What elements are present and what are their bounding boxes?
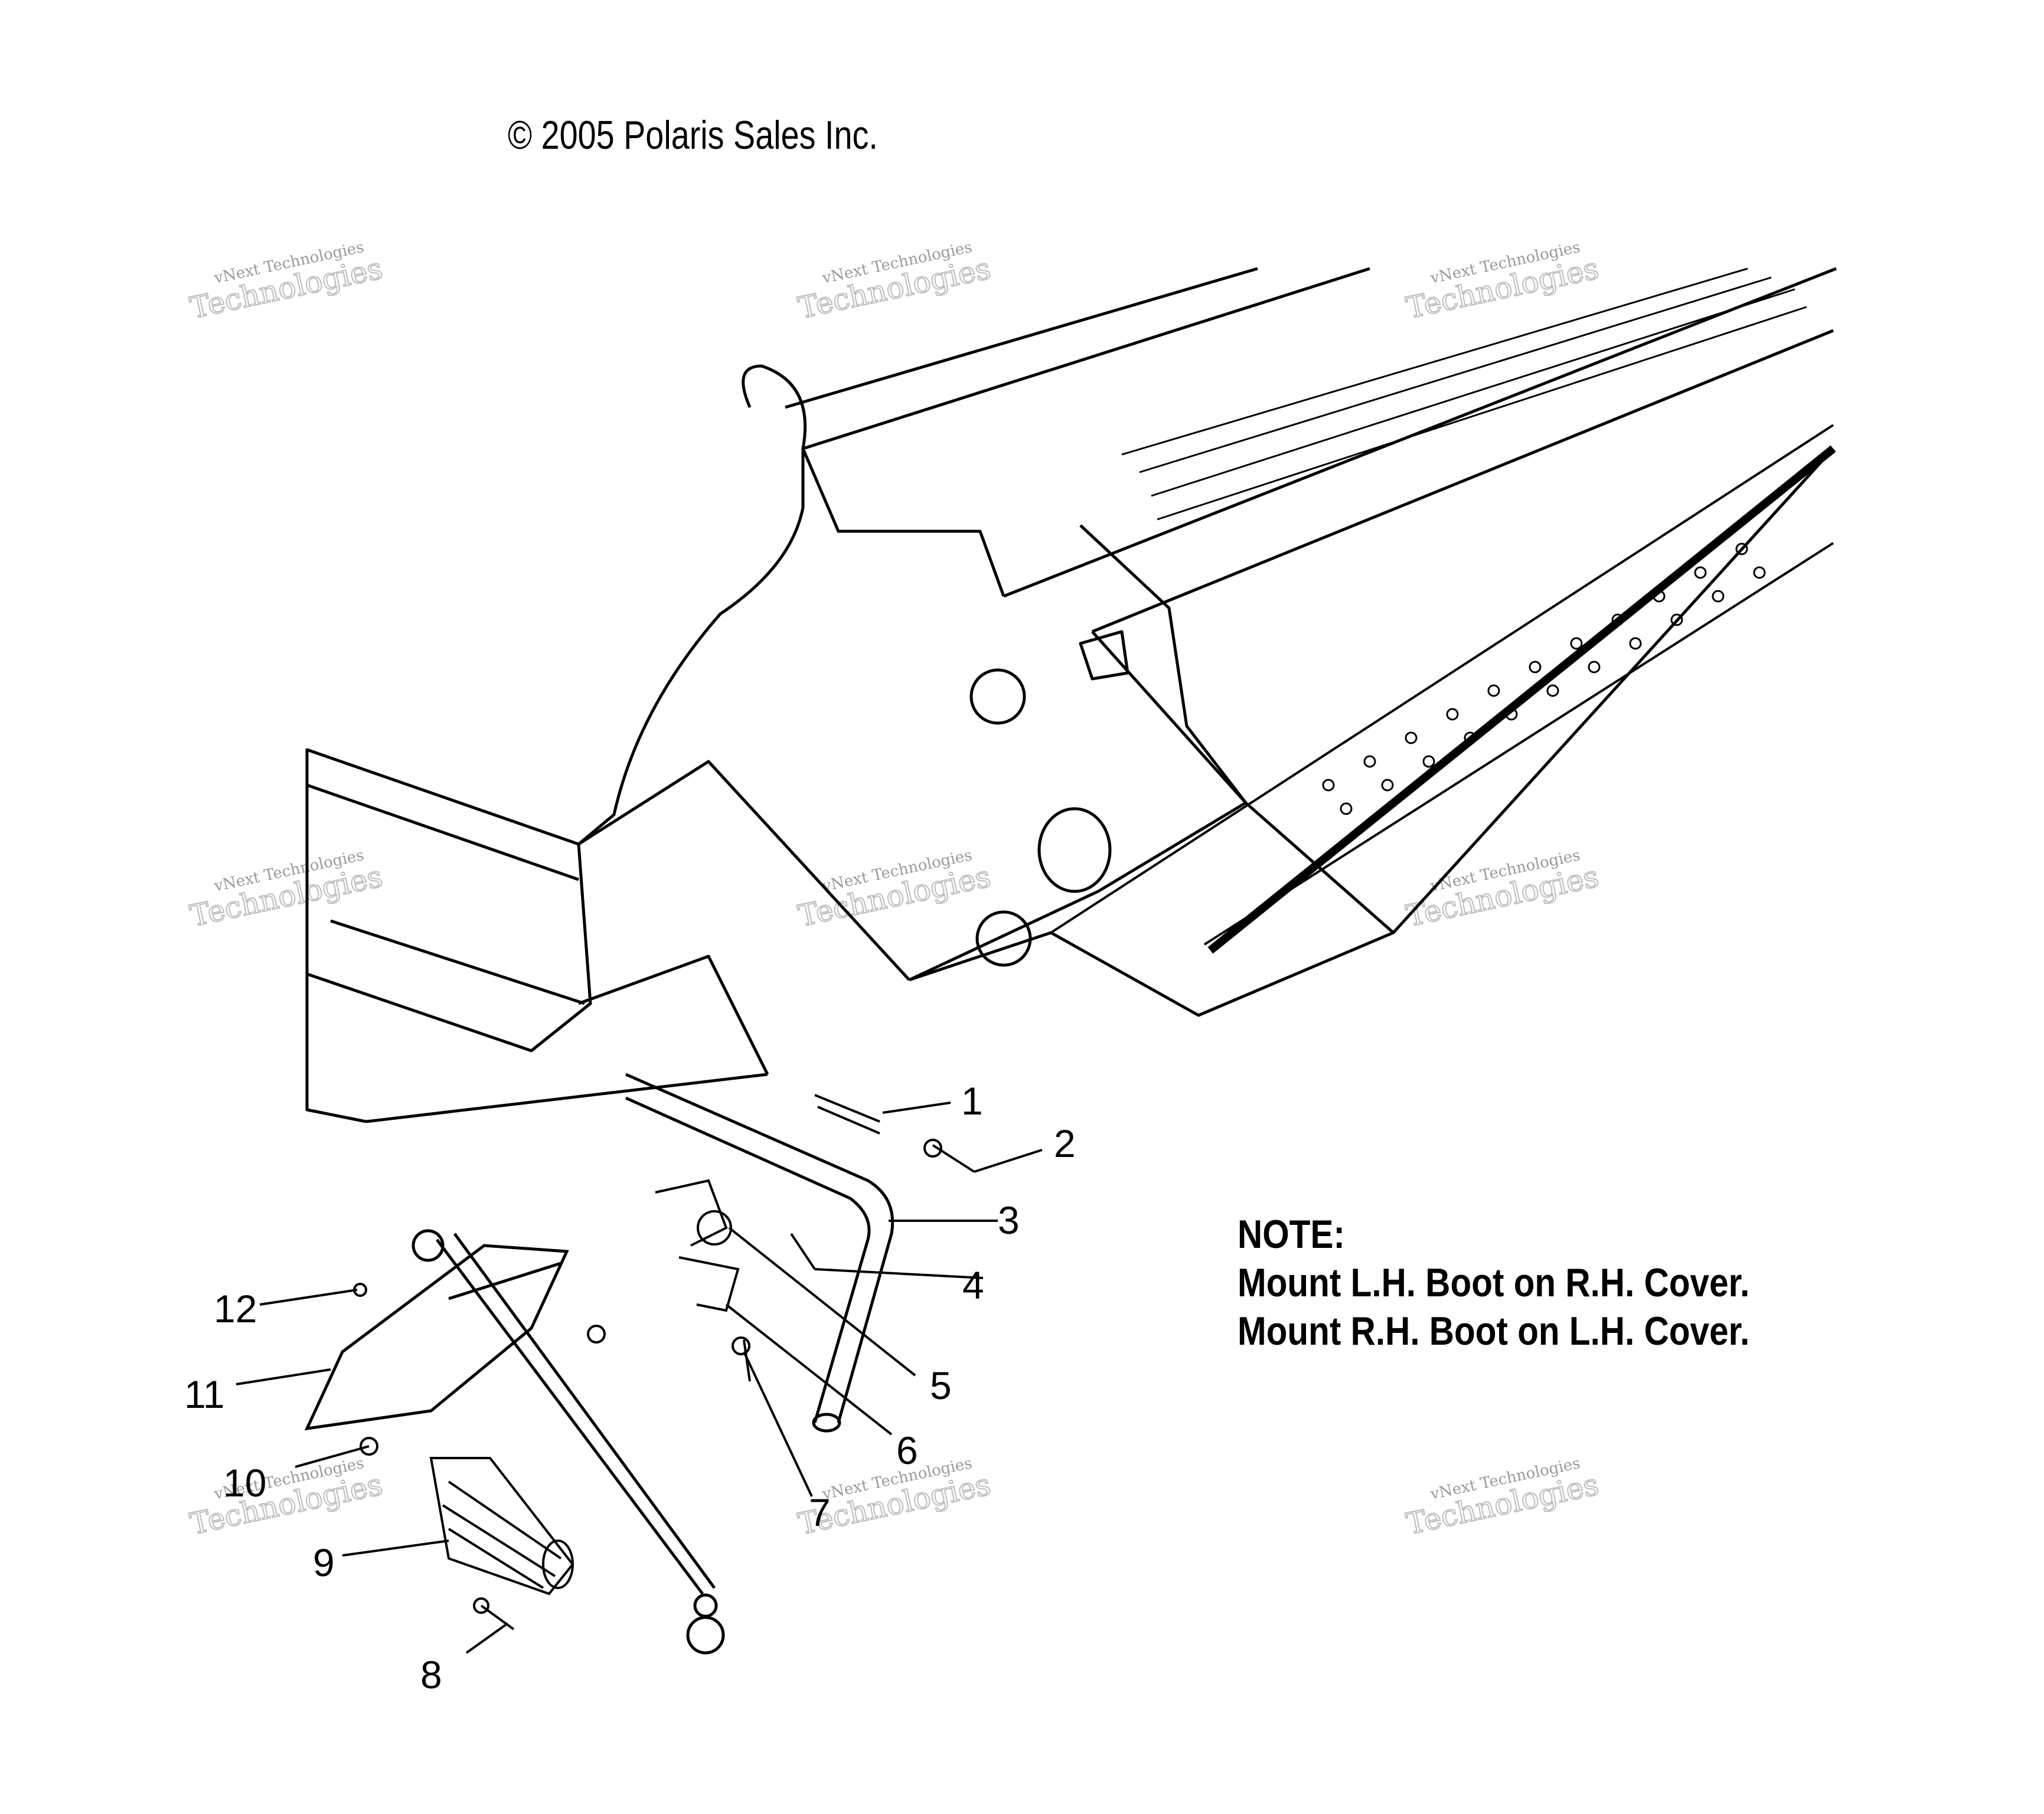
leader-lines bbox=[236, 1102, 1043, 1654]
bracket-icon bbox=[304, 1244, 569, 1431]
callout-3: 3 bbox=[998, 1198, 1020, 1242]
callout-11: 11 bbox=[184, 1372, 225, 1416]
callout-2: 2 bbox=[1054, 1122, 1076, 1165]
callout-1: 1 bbox=[961, 1079, 983, 1123]
callout-7: 7 bbox=[809, 1491, 831, 1534]
note-heading: NOTE: bbox=[1237, 1212, 1345, 1257]
callout-9: 9 bbox=[313, 1541, 335, 1584]
callout-5: 5 bbox=[930, 1364, 952, 1407]
callout-4: 4 bbox=[962, 1263, 984, 1307]
callout-8: 8 bbox=[420, 1653, 442, 1697]
callout-numbers: 1 2 3 4 5 6 7 8 9 10 11 12 bbox=[184, 1079, 1076, 1697]
boot-icon bbox=[429, 1457, 574, 1596]
callout-12: 12 bbox=[214, 1287, 257, 1331]
note-block: NOTE: Mount L.H. Boot on R.H. Cover. Mou… bbox=[1237, 1210, 1749, 1355]
bumper-rail-icon bbox=[625, 1073, 894, 1433]
callout-6: 6 bbox=[896, 1429, 918, 1472]
tunnel-chassis-icon bbox=[305, 267, 1837, 1123]
note-line-2: Mount R.H. Boot on L.H. Cover. bbox=[1237, 1309, 1750, 1354]
copyright-text: © 2005 Polaris Sales Inc. bbox=[508, 113, 878, 158]
callout-10: 10 bbox=[223, 1461, 266, 1505]
steering-post-icon bbox=[412, 1229, 725, 1655]
note-line-1: Mount L.H. Boot on R.H. Cover. bbox=[1237, 1260, 1750, 1305]
